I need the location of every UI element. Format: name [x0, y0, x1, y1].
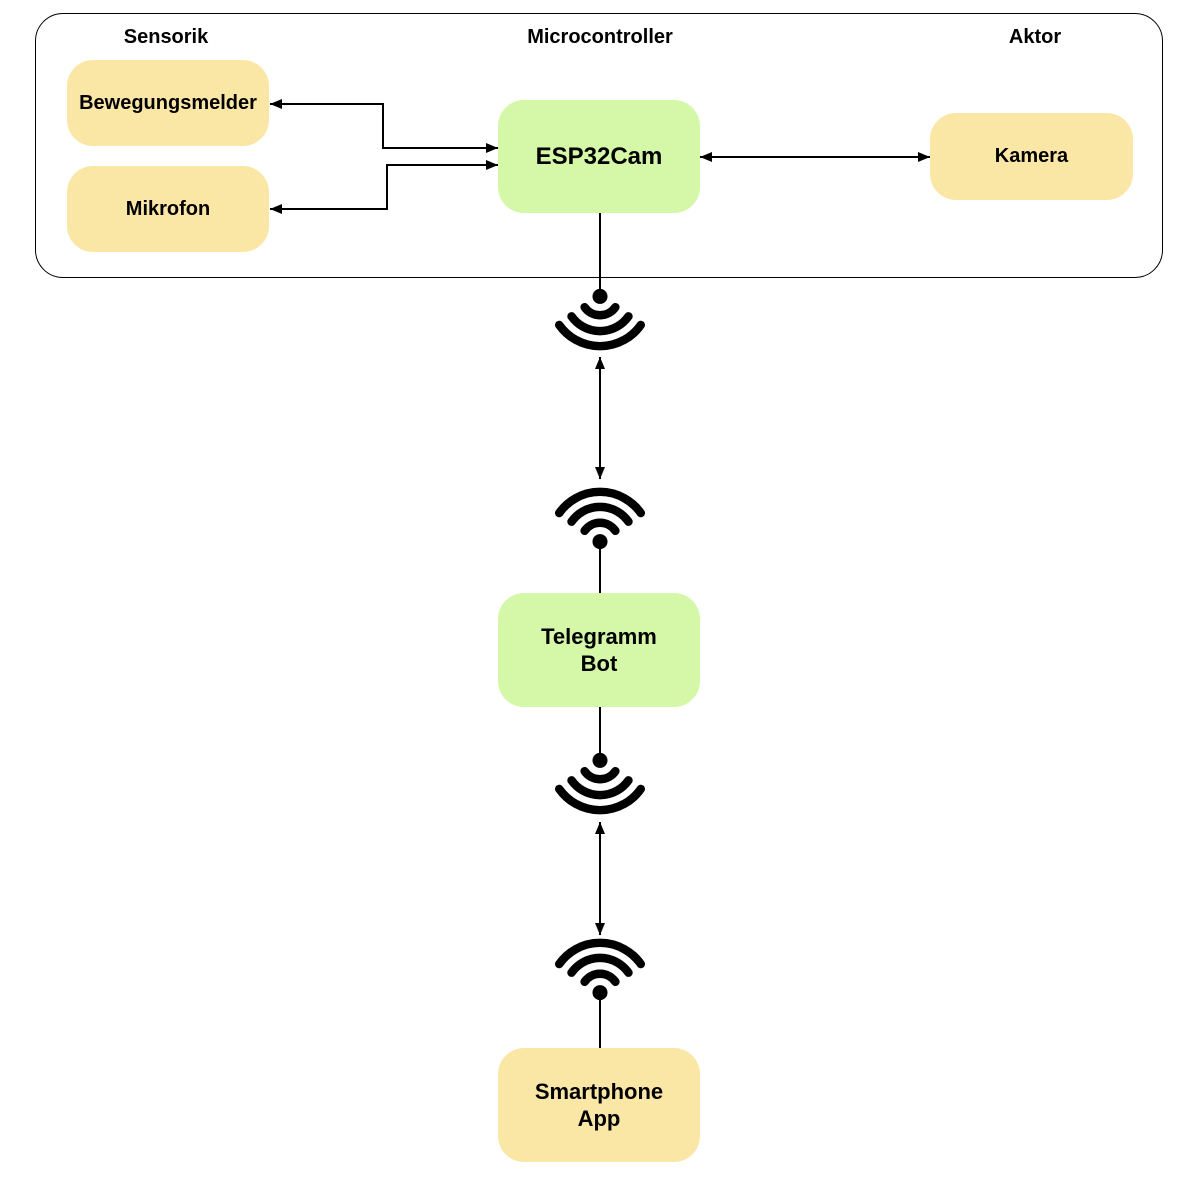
node-kamera[interactable]: Kamera [930, 113, 1133, 200]
node-label-line1: Telegramm [541, 624, 657, 649]
node-label: Kamera [994, 145, 1069, 167]
node-mikrofon[interactable]: Mikrofon [67, 166, 269, 252]
node-telegramm-bot[interactable]: Telegramm Bot [498, 593, 700, 707]
group-header-aktor: Aktor [1008, 26, 1062, 48]
node-label: ESP32Cam [535, 142, 663, 170]
wifi-icon [553, 938, 647, 1004]
group-header-microcontroller: Microcontroller [527, 26, 673, 48]
node-esp32cam[interactable]: ESP32Cam [498, 100, 700, 213]
node-smartphone-app[interactable]: Smartphone App [498, 1048, 700, 1162]
node-label-line2: Bot [580, 651, 618, 676]
node-label: Bewegungsmelder [79, 91, 257, 114]
node-label-line1: Smartphone [534, 1079, 664, 1104]
wifi-icon [553, 487, 647, 553]
group-header-sensorik: Sensorik [123, 26, 209, 48]
wifi-icon [553, 749, 647, 815]
wifi-icon [553, 285, 647, 351]
node-bewegungsmelder[interactable]: Bewegungsmelder [67, 60, 269, 146]
node-label: Mikrofon [125, 197, 211, 220]
node-label-line2: App [577, 1106, 621, 1131]
